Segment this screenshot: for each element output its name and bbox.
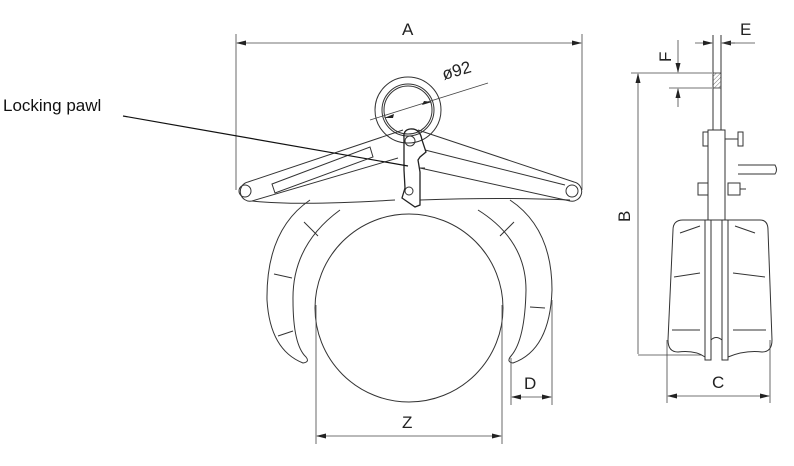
lifting-ring: ø92 [369,58,489,144]
dimension-f-label: F [656,52,675,62]
side-jaw-body [667,219,773,361]
dimension-f: F [631,40,712,107]
locking-pawl [401,128,427,208]
clamp-arms [238,129,583,204]
locking-pawl-callout: Locking pawl [3,96,409,167]
dimension-a-label: A [402,20,414,39]
side-hinge [697,129,777,221]
dimension-b-label: B [615,211,634,222]
dimension-e-label: E [740,20,751,39]
pipe [314,213,504,403]
dimension-c: C [666,340,771,403]
dimension-d-label: D [524,374,536,393]
side-view: E F B [615,20,777,403]
dimension-z-label: Z [402,413,412,432]
ring-section [712,72,722,89]
dimension-b: B [615,73,702,356]
front-view: A ø92 [3,20,583,444]
locking-pawl-label: Locking pawl [3,96,101,115]
dimension-e: E [695,20,755,46]
dimension-a: A [235,20,583,190]
dimension-d: D [510,300,553,405]
dimension-c-label: C [712,373,724,392]
jaw-right [477,199,553,364]
ring-diameter-label: ø92 [440,58,473,84]
dimension-z: Z [315,305,503,444]
jaw-left [266,199,341,364]
